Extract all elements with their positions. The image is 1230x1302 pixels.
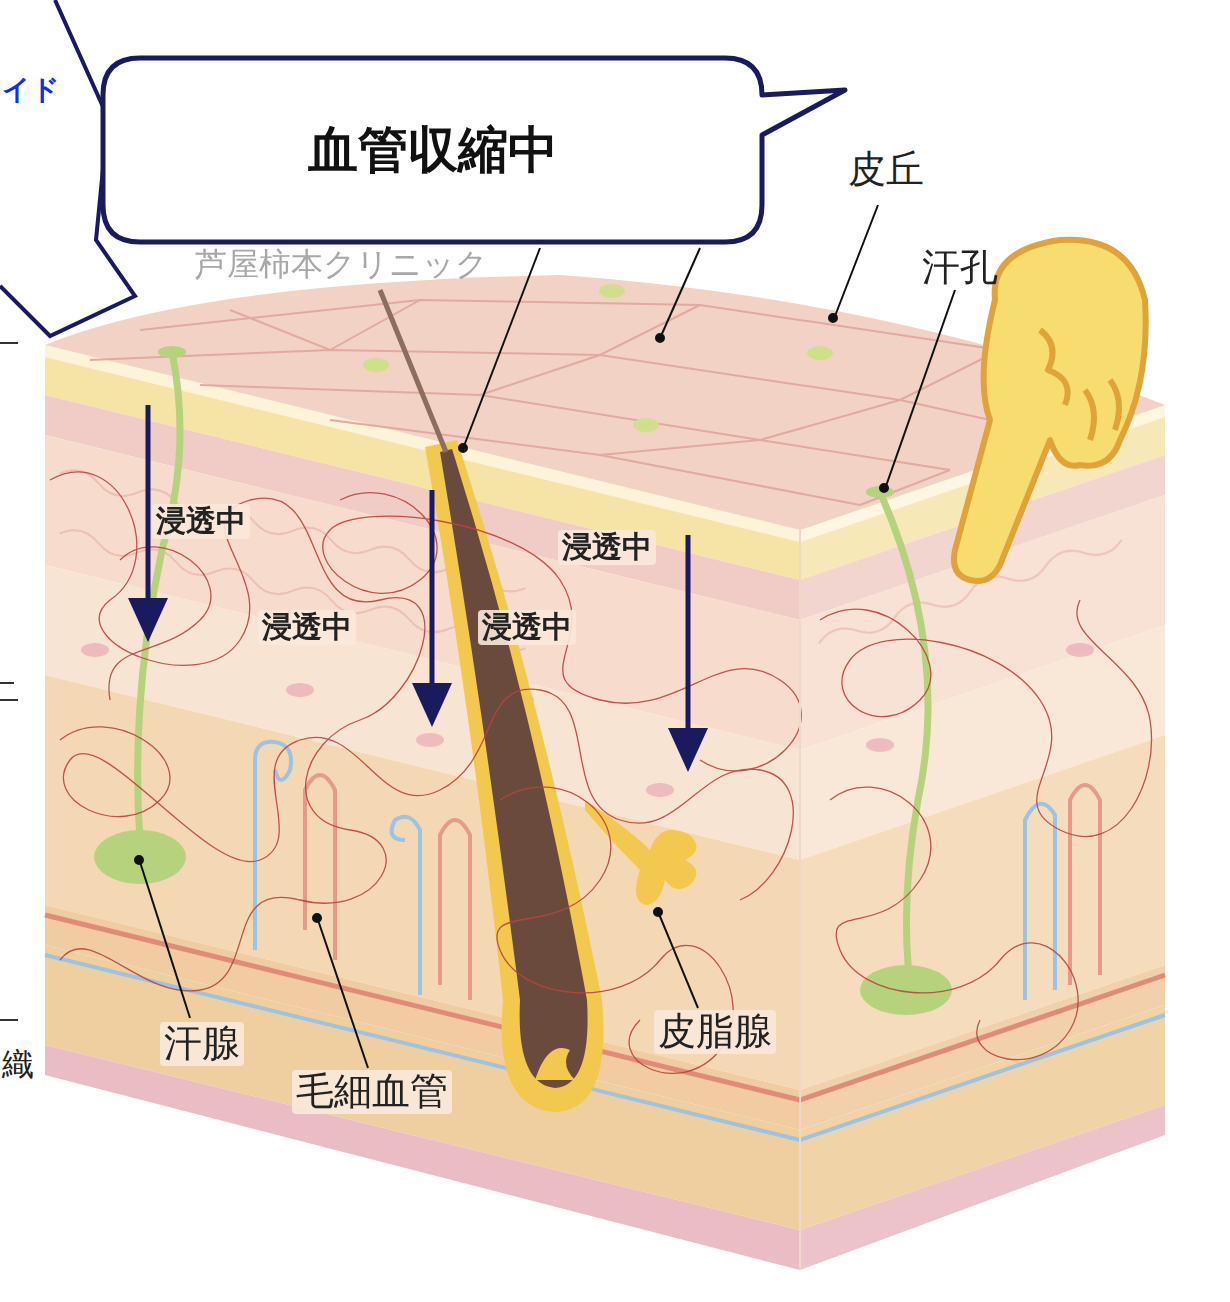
part-label: 毛細血管 bbox=[292, 1070, 452, 1114]
part-label: 皮脂腺 bbox=[654, 1010, 776, 1054]
bubble-text: 血管収縮中 bbox=[308, 117, 558, 184]
watermark: 芦屋柿本クリニック bbox=[195, 246, 488, 283]
action-label: 浸透中 bbox=[258, 610, 356, 645]
action-label: 浸透中 bbox=[152, 504, 250, 539]
speech-bubble: 血管収縮中 bbox=[100, 55, 765, 245]
cut-off-label: 織 bbox=[2, 1046, 34, 1083]
action-label: 浸透中 bbox=[558, 530, 656, 565]
part-label: 汗腺 bbox=[160, 1022, 244, 1066]
part-label: 皮丘 bbox=[848, 148, 924, 192]
part-label: 汗孔 bbox=[922, 246, 998, 290]
partial-callout-text: イド bbox=[2, 74, 60, 106]
action-label: 浸透中 bbox=[478, 610, 576, 645]
